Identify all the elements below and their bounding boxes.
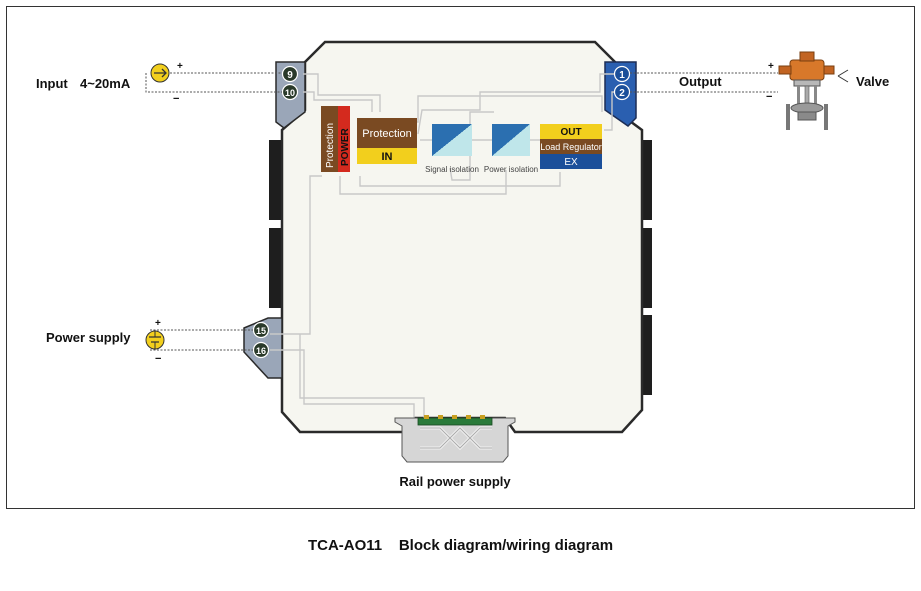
protection-in-label: Protection bbox=[362, 128, 412, 140]
valve-label: Valve bbox=[856, 74, 889, 89]
terminal-2[interactable] bbox=[613, 83, 631, 101]
block-protection-power: Protection POWER bbox=[321, 106, 351, 172]
rail-pcb bbox=[417, 417, 493, 426]
power-vertical-label: POWER bbox=[340, 127, 351, 166]
protection-vertical-label: Protection bbox=[325, 123, 336, 168]
left-rail-upper bbox=[269, 140, 281, 220]
diagram-caption: TCA-AO11 Block diagram/wiring diagram bbox=[0, 537, 921, 554]
input-plus-sign: + bbox=[177, 61, 183, 72]
load-regulator-label: Load Regulator bbox=[540, 142, 602, 152]
terminal-10[interactable] bbox=[281, 83, 299, 101]
terminal-16[interactable] bbox=[252, 341, 270, 359]
valve-pointer bbox=[837, 69, 849, 83]
caption-model: TCA-AO11 bbox=[307, 537, 383, 554]
internal-wiring bbox=[270, 73, 616, 418]
input-wire-minus bbox=[145, 73, 282, 93]
output-minus-sign: − bbox=[766, 91, 772, 103]
dc-source-icon bbox=[145, 330, 165, 350]
terminal-16-label: 16 bbox=[256, 346, 266, 356]
signal-isolation-label: Signal isolation bbox=[425, 165, 479, 174]
terminal-2-label: 2 bbox=[619, 88, 625, 99]
rail-connector bbox=[394, 415, 516, 463]
block-power-isolation: Power isolation bbox=[484, 124, 538, 174]
module-housing bbox=[243, 40, 652, 434]
terminal-9-label: 9 bbox=[287, 70, 293, 81]
terminal-1[interactable] bbox=[613, 65, 631, 83]
power-isolation-label: Power isolation bbox=[484, 165, 538, 174]
power-minus-sign: − bbox=[155, 353, 161, 365]
terminal-15-label: 15 bbox=[256, 326, 266, 336]
terminals: 9 10 15 16 1 2 bbox=[252, 65, 631, 359]
current-source-icon bbox=[150, 63, 170, 83]
block-load-regulator: OUT Load Regulator EX bbox=[540, 124, 602, 169]
protection-in-bottom bbox=[357, 148, 417, 164]
power-plus-sign: + bbox=[155, 318, 161, 329]
block-protection-in: Protection IN bbox=[357, 118, 417, 164]
block-signal-isolation: Signal isolation bbox=[425, 124, 479, 174]
power-vertical-block bbox=[338, 106, 350, 172]
signal-isolation-symbol bbox=[432, 124, 472, 156]
out-label: OUT bbox=[560, 127, 581, 138]
power-supply-label: Power supply bbox=[46, 330, 131, 345]
left-rail-lower bbox=[269, 228, 281, 308]
in-label: IN bbox=[382, 151, 393, 163]
terminal-1-label: 1 bbox=[619, 70, 625, 81]
load-regulator-band bbox=[540, 139, 602, 154]
terminal-10-label: 10 bbox=[285, 88, 295, 98]
input-range-label: 4~20mA bbox=[80, 76, 131, 91]
terminal-15[interactable] bbox=[252, 321, 270, 339]
output-plus-sign: + bbox=[768, 61, 774, 72]
caption-title: Block diagram/wiring diagram bbox=[398, 537, 614, 554]
ex-label: EX bbox=[564, 157, 578, 168]
valve-icon bbox=[778, 51, 835, 130]
rail-power-supply-label: Rail power supply bbox=[399, 474, 511, 489]
input-minus-sign: − bbox=[173, 93, 179, 105]
power-isolation-symbol bbox=[492, 124, 530, 156]
external-wiring bbox=[145, 72, 778, 351]
ex-band bbox=[540, 154, 602, 169]
input-label: Input bbox=[36, 76, 68, 91]
terminal-9[interactable] bbox=[281, 65, 299, 83]
diagram-frame bbox=[6, 6, 915, 509]
out-band bbox=[540, 124, 602, 139]
output-label: Output bbox=[679, 74, 722, 89]
protection-in-top bbox=[357, 118, 417, 148]
protection-vertical-block bbox=[321, 106, 338, 172]
